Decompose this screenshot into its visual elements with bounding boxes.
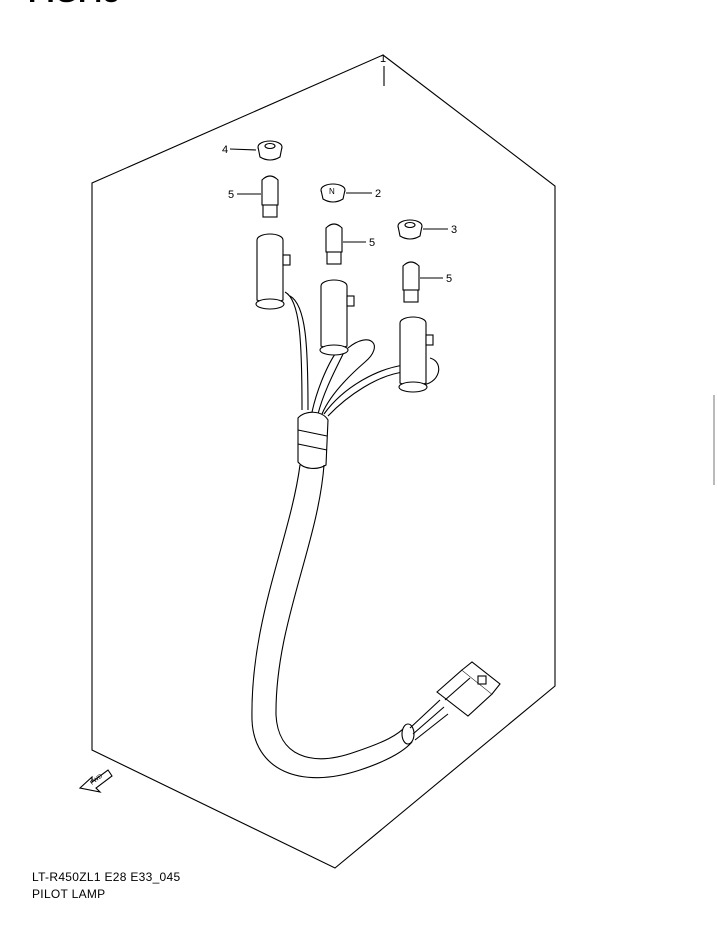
pilot-lamp-harness xyxy=(251,233,501,779)
callout-5-right: 5 xyxy=(446,273,452,285)
callout-5-middle: 5 xyxy=(369,237,375,249)
diagram-name: PILOT LAMP xyxy=(32,887,106,901)
lamp-cap-4 xyxy=(257,140,283,161)
bulb-5-right xyxy=(402,261,420,303)
forward-arrow-icon: FWD xyxy=(78,769,113,793)
neutral-mark-icon: N xyxy=(329,187,335,196)
bulb-5-left xyxy=(261,175,279,218)
leader-line-4 xyxy=(229,148,257,151)
lamp-cap-3 xyxy=(397,219,423,240)
figure-title: FIG.45 xyxy=(28,0,120,9)
callout-1: 1 xyxy=(380,53,386,65)
callout-2: 2 xyxy=(375,188,381,200)
callout-5-left: 5 xyxy=(228,189,234,201)
lamp-cap-2: N xyxy=(320,183,346,203)
assembly-outline xyxy=(91,54,556,869)
bulb-5-middle xyxy=(325,223,343,265)
diagram-code: LT-R450ZL1 E28 E33_045 xyxy=(32,870,181,884)
callout-3: 3 xyxy=(451,224,457,236)
callout-4: 4 xyxy=(222,144,228,156)
